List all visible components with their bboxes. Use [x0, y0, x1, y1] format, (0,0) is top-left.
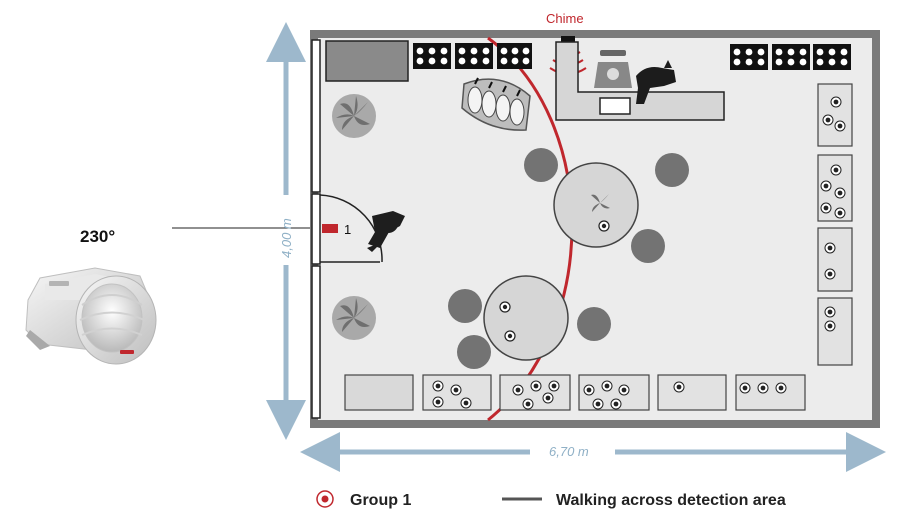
- door-swing: [319, 194, 383, 263]
- legend-walking-label: Walking across detection area: [556, 492, 786, 509]
- cash-register: [599, 97, 631, 115]
- person-icon: [367, 211, 405, 252]
- window-upper: [311, 39, 321, 193]
- bottle-display-stand: [461, 77, 531, 131]
- legend-group-icon: [316, 490, 334, 508]
- table-lower: [448, 275, 611, 369]
- table-upper: [524, 148, 689, 263]
- display-shelf-top: [413, 43, 532, 69]
- sensor-marker: [322, 224, 338, 233]
- legend-group-label: Group 1: [350, 492, 411, 509]
- sales-counter: [555, 41, 725, 121]
- cabinet: [325, 40, 409, 82]
- motion-sensor-icon: [25, 267, 157, 365]
- display-shelf-top-right: [730, 44, 851, 70]
- display-tray-right: [817, 83, 853, 366]
- sensor-number-label: 1: [344, 222, 351, 237]
- height-dimension-label: 4,00 m: [279, 218, 294, 258]
- scale-icon: [594, 50, 632, 88]
- angle-label: 230°: [80, 227, 115, 246]
- cat-icon: [636, 60, 676, 104]
- chime-label: Chime: [546, 11, 584, 26]
- window-lower: [311, 265, 321, 419]
- door-frame: [311, 193, 321, 265]
- plant-icon: [332, 94, 376, 138]
- plant-icon: [332, 296, 376, 340]
- width-dimension-label: 6,70 m: [549, 444, 589, 459]
- display-tray-bottom: [344, 374, 806, 411]
